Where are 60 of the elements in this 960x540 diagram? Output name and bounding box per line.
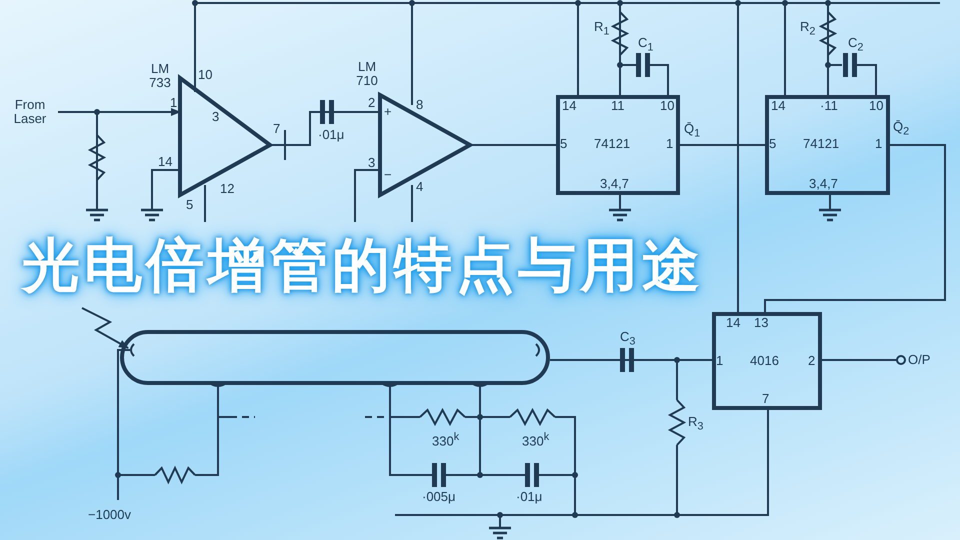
pin-label: 14 <box>158 155 172 169</box>
pin-label: 3,4,7 <box>600 177 629 191</box>
pin-label: 1 <box>875 137 882 151</box>
pin-label: 3 <box>368 156 376 170</box>
part-number: LM 733 <box>148 62 172 90</box>
pin-label: 5 <box>186 198 194 212</box>
component-label: C$_{3}$ <box>620 330 636 349</box>
component-label: ·01μ <box>318 128 344 142</box>
pin-label: 12 <box>220 182 234 196</box>
pin-label: 7 <box>762 392 770 406</box>
pin-label: 3,4,7 <box>809 177 838 191</box>
arrow <box>58 108 181 116</box>
pin-label: 14 <box>771 99 786 113</box>
pin-label: 3 <box>212 110 220 124</box>
pin-label: 4016 <box>750 354 779 368</box>
pin-label: 2 <box>368 96 376 110</box>
pin-label: 5 <box>560 137 568 151</box>
pin-label: 13 <box>754 316 768 330</box>
pin-label: 10 <box>660 99 674 113</box>
pin-label: ·11 <box>820 99 838 113</box>
pin-label: 1 <box>716 354 724 368</box>
component-label: Q̄$_{1}$ <box>684 122 700 141</box>
pin-label: 5 <box>769 137 776 151</box>
component-label: −1000v <box>88 508 132 522</box>
pin-label: 8 <box>416 98 424 112</box>
wire <box>764 144 946 312</box>
component-label: C$_{2}$ <box>848 36 864 55</box>
pin-label: 2 <box>808 354 816 368</box>
light-arrow <box>82 307 129 349</box>
component-label: R$_{2}$ <box>800 20 816 39</box>
pin-label: 14 <box>726 316 740 330</box>
component-label: R$_{3}$ <box>688 415 704 434</box>
output-label: O/P <box>908 353 930 367</box>
title-text: 光电倍增管的特点与用途 <box>22 230 704 300</box>
wire <box>822 359 897 361</box>
component-label: Q̄$_{2}$ <box>893 120 910 139</box>
pin-label: 1 <box>170 96 178 110</box>
component-label: C$_{1}$ <box>638 36 654 55</box>
pin-label: 10 <box>869 99 884 113</box>
component-label: 330$^{k}$ <box>432 430 460 448</box>
part-number: LM 710 <box>355 60 379 88</box>
pin-label: 74121 <box>594 137 630 151</box>
wire <box>550 359 712 361</box>
wire <box>470 144 556 146</box>
pin-label: 14 <box>562 99 576 113</box>
component-label: ·005μ <box>422 490 456 504</box>
component-label: ·01μ <box>516 490 542 504</box>
pin-label: 1 <box>666 137 674 151</box>
component-label: 330$^{k}$ <box>522 430 550 448</box>
pin-label: 7 <box>273 122 280 136</box>
pin-label: 74121 <box>803 137 840 151</box>
component-label: R$_{1}$ <box>594 20 610 39</box>
wire <box>680 144 765 146</box>
pin-label: − <box>384 168 392 182</box>
pin-label: + <box>384 105 392 119</box>
input-label: From Laser <box>12 98 48 126</box>
pin-label: 11 <box>611 99 624 113</box>
pin-label: 10 <box>198 68 212 82</box>
wire <box>270 111 380 146</box>
pin-label: 4 <box>416 180 424 194</box>
